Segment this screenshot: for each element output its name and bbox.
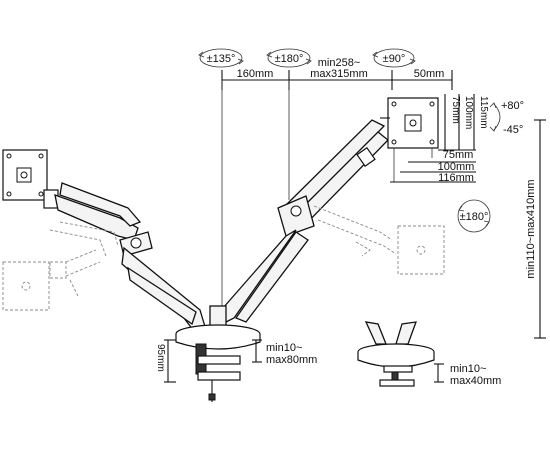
screen-rotation-label: ±180° bbox=[460, 211, 489, 223]
dim-max315: max315mm bbox=[310, 68, 367, 80]
dim-clamp-95: 95mm bbox=[155, 344, 166, 372]
clamp-mount bbox=[175, 305, 261, 402]
top-dimension-line: 160mm min258~ max315mm 50mm bbox=[221, 57, 453, 330]
ghost-left-position bbox=[2, 221, 119, 311]
right-vesa-plate bbox=[380, 97, 439, 149]
dim-height-range: min110~max410mm bbox=[525, 179, 537, 278]
rotation-label-right: ±90° bbox=[383, 53, 406, 65]
height-range: min110~max410mm bbox=[525, 119, 546, 339]
tilt-indicator: +80° -45° bbox=[489, 100, 524, 136]
dim-vesa-100: 100mm bbox=[438, 161, 475, 173]
rotation-badge-left: ±135° bbox=[198, 48, 244, 68]
grommet-dimensions: min10~ max40mm bbox=[434, 363, 501, 387]
dim-grommet-min: min10~ bbox=[450, 363, 486, 375]
rotation-badge-middle: ±180° bbox=[266, 48, 312, 68]
grommet-mount bbox=[357, 321, 435, 387]
clamp-dimensions: 95mm min10~ max80mm bbox=[155, 339, 317, 383]
ghost-right-position bbox=[313, 205, 445, 275]
left-vesa-plate bbox=[2, 149, 59, 209]
left-arm bbox=[54, 182, 207, 335]
tilt-up-label: +80° bbox=[501, 100, 524, 112]
right-arm bbox=[215, 119, 389, 325]
screen-rotation-badge: ±180° bbox=[457, 199, 491, 233]
dim-side-75: 75mm bbox=[450, 96, 461, 124]
dim-side-100: 100mm bbox=[463, 96, 474, 129]
dim-clamp-min: min10~ bbox=[266, 342, 302, 354]
dim-vesa-116: 116mm bbox=[438, 172, 474, 184]
dim-clamp-max: max80mm bbox=[266, 354, 317, 366]
rotation-badge-right: ±90° bbox=[372, 48, 416, 68]
rotation-label-left: ±135° bbox=[207, 53, 236, 65]
dim-vesa-75: 75mm bbox=[443, 149, 474, 161]
dim-side-115: 115mm bbox=[478, 96, 489, 129]
rotation-label-middle: ±180° bbox=[275, 53, 304, 65]
tilt-down-label: -45° bbox=[503, 124, 523, 136]
vesa-dimensions: 75mm 100mm 116mm 75mm 100mm 115mm bbox=[390, 94, 489, 184]
dim-min258: min258~ bbox=[318, 57, 361, 69]
dim-grommet-max: max40mm bbox=[450, 375, 501, 387]
dim-50mm: 50mm bbox=[414, 68, 445, 80]
dim-160mm: 160mm bbox=[237, 68, 274, 80]
